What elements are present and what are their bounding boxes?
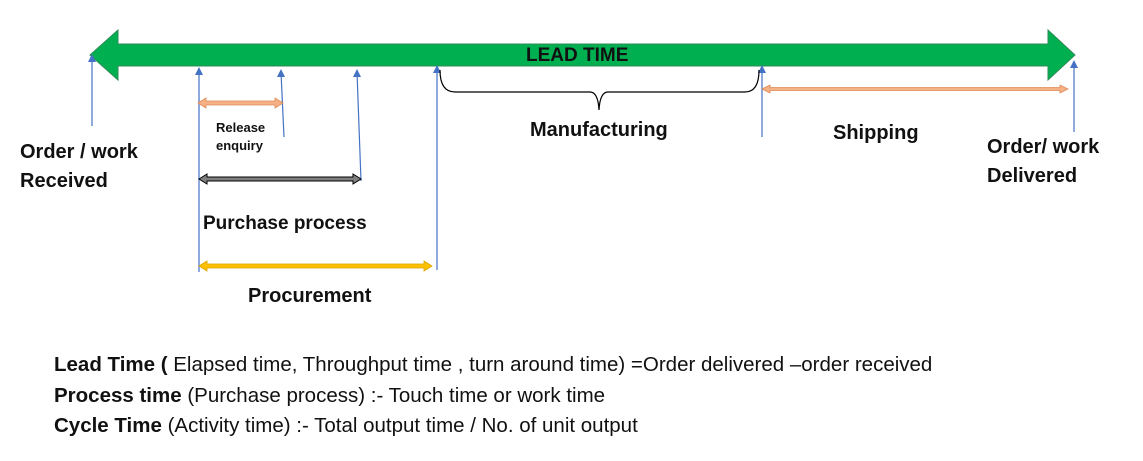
order-delivered-line2: Delivered bbox=[987, 165, 1078, 187]
marker-purchase-end bbox=[356, 71, 362, 182]
definition-term: Cycle Time bbox=[54, 414, 162, 437]
procurement-arrow bbox=[198, 260, 433, 272]
release-enquiry-line2: enquiry bbox=[216, 138, 263, 154]
definition-term: Process time bbox=[54, 383, 182, 407]
release-enquiry-label: Release enquiry bbox=[216, 119, 265, 155]
order-delivered-label: Order/ work Delivered bbox=[987, 135, 1099, 189]
purchase-process-arrow bbox=[198, 173, 362, 185]
order-received-line1: Order / work bbox=[20, 141, 138, 163]
definition-text: Elapsed time, Throughput time , turn aro… bbox=[167, 353, 933, 376]
definition-process-time: Process time (Purchase process) :- Touch… bbox=[54, 381, 932, 412]
lead-time-label: LEAD TIME bbox=[526, 45, 629, 66]
definition-lead-time: Lead Time ( Elapsed time, Throughput tim… bbox=[54, 350, 932, 381]
order-received-line2: Received bbox=[20, 170, 108, 192]
definition-text: (Activity time) :- Total output time / N… bbox=[161, 414, 638, 437]
order-received-label: Order / work Received bbox=[20, 140, 138, 194]
lead-time-band bbox=[89, 28, 1076, 82]
purchase-process-label: Purchase process bbox=[203, 213, 367, 234]
procurement-label: Procurement bbox=[248, 285, 372, 307]
definition-text: (Purchase process) :- Touch time or work… bbox=[181, 383, 606, 407]
marker-tips bbox=[88, 54, 1078, 77]
definition-term: Lead Time ( bbox=[54, 353, 168, 376]
manufacturing-label: Manufacturing bbox=[530, 119, 668, 141]
definition-cycle-time: Cycle Time (Activity time) :- Total outp… bbox=[54, 411, 932, 442]
release-enquiry-arrow bbox=[197, 97, 284, 109]
release-enquiry-line1: Release bbox=[216, 120, 266, 135]
definitions: Lead Time ( Elapsed time, Throughput tim… bbox=[54, 350, 932, 442]
order-delivered-line1: Order/ work bbox=[987, 136, 1100, 158]
marker-release-enquiry-end bbox=[280, 71, 285, 138]
shipping-label: Shipping bbox=[833, 122, 919, 144]
manufacturing-brace bbox=[439, 69, 760, 111]
shipping-arrow bbox=[761, 84, 1069, 94]
